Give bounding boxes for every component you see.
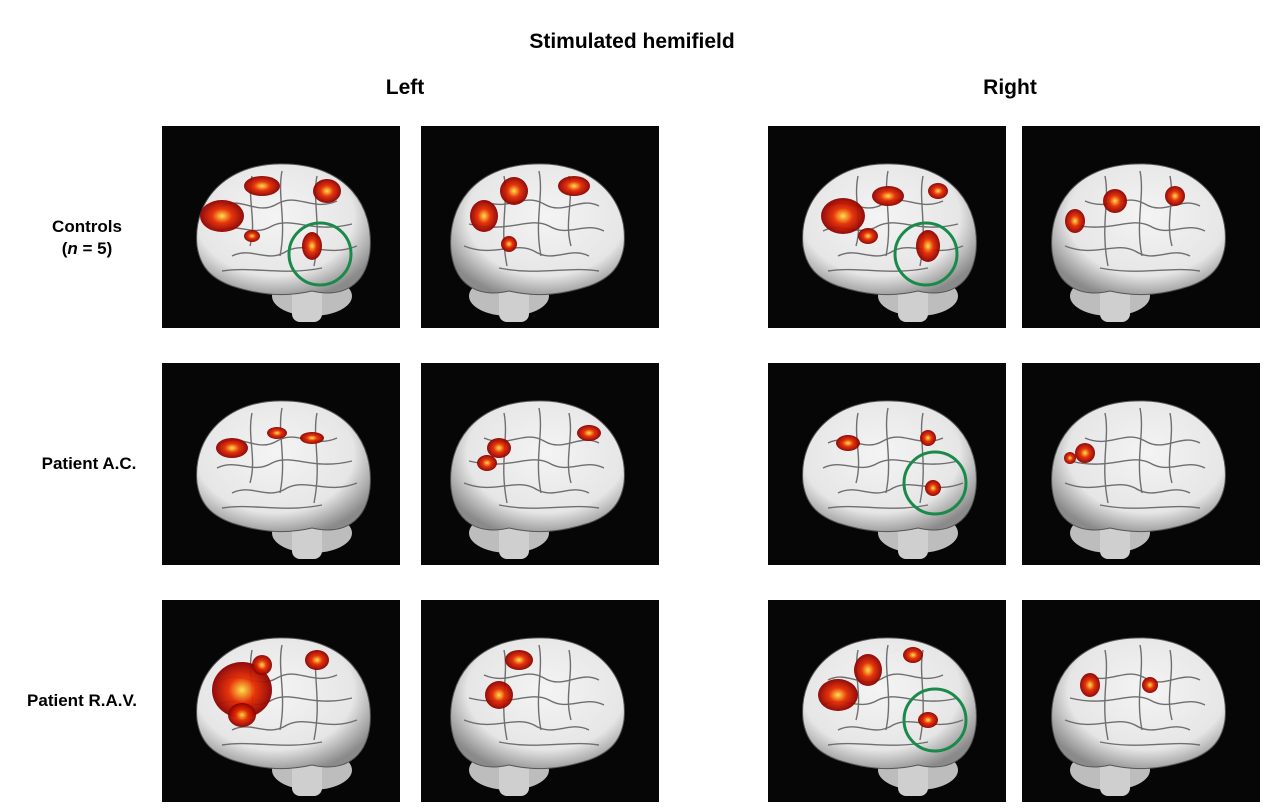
highlight-circle [902,450,968,516]
brain-panel-controls-left-lateral [162,126,400,328]
brain-panel-patient-rav-right-medial [1022,600,1260,802]
row-label-controls: Controls (n = 5) [22,216,152,260]
brain-panel-patient-ac-right-lateral [768,363,1006,565]
brain-panel-controls-right-medial [1022,126,1260,328]
highlight-circle [902,687,968,753]
row-label-controls-line2: (n = 5) [22,238,152,260]
brain-panel-patient-rav-right-lateral [768,600,1006,802]
row-label-controls-line1: Controls [52,217,122,236]
brain-panel-patient-ac-left-lateral [162,363,400,565]
highlight-circle [287,221,353,287]
row-label-patient-rav: Patient R.A.V. [27,691,137,710]
column-header-right: Right [983,76,1037,99]
brain-panel-controls-right-lateral [768,126,1006,328]
row-label-controls-paren: ( [61,239,68,258]
brain-panel-patient-rav-left-medial [421,600,659,802]
brain-panel-patient-rav-left-lateral [162,600,400,802]
brain-panel-patient-ac-left-medial [421,363,659,565]
column-header-left: Left [385,76,425,99]
row-label-controls-n: n [67,239,78,258]
row-label-patient-ac: Patient A.C. [41,454,137,473]
brain-panel-controls-left-medial [421,126,659,328]
highlight-circle [893,221,959,287]
row-label-controls-count: = 5) [77,239,113,258]
brain-panel-patient-ac-right-medial [1022,363,1260,565]
figure-title: Stimulated hemifield [529,30,735,53]
